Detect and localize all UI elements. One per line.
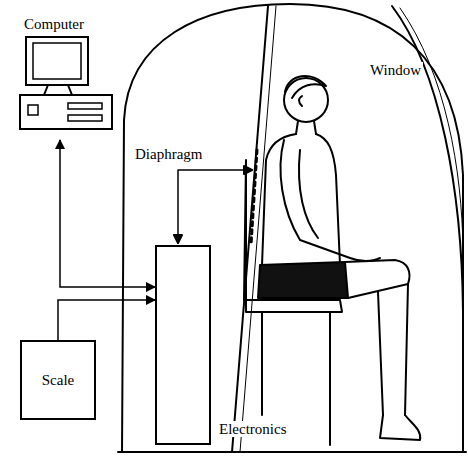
- device-label: Electronics: [219, 421, 286, 438]
- person-torso: [262, 134, 340, 265]
- person-foot: [380, 415, 420, 440]
- sensor-wire: [178, 170, 252, 243]
- chair-leg: [261, 312, 263, 415]
- diaphragm-sensor: [251, 150, 257, 245]
- part-label: Diaphragm: [133, 146, 204, 163]
- person-arm: [299, 150, 318, 238]
- floor-line: [118, 451, 466, 453]
- wire-arrowhead: [174, 166, 252, 243]
- person-shorts: [258, 262, 348, 298]
- part-label: Window: [368, 62, 423, 79]
- computer-icon: Computer: [18, 16, 114, 140]
- device-box: Scale: [20, 340, 96, 420]
- window-edge: [392, 6, 463, 312]
- chamber-outline: [122, 4, 463, 452]
- person-hair: [285, 76, 326, 98]
- device-label: Computer: [24, 16, 114, 33]
- box-label: Scale: [42, 372, 74, 389]
- chair-leg: [329, 312, 331, 445]
- window-edge: [400, 8, 463, 250]
- person-ear: [299, 96, 302, 106]
- person-shin: [378, 284, 408, 415]
- signal-connector: [58, 300, 155, 340]
- device-box: Electronics: [155, 245, 211, 445]
- person-arm: [281, 140, 380, 261]
- computer-drawing: [18, 33, 114, 137]
- person-neck: [296, 121, 316, 134]
